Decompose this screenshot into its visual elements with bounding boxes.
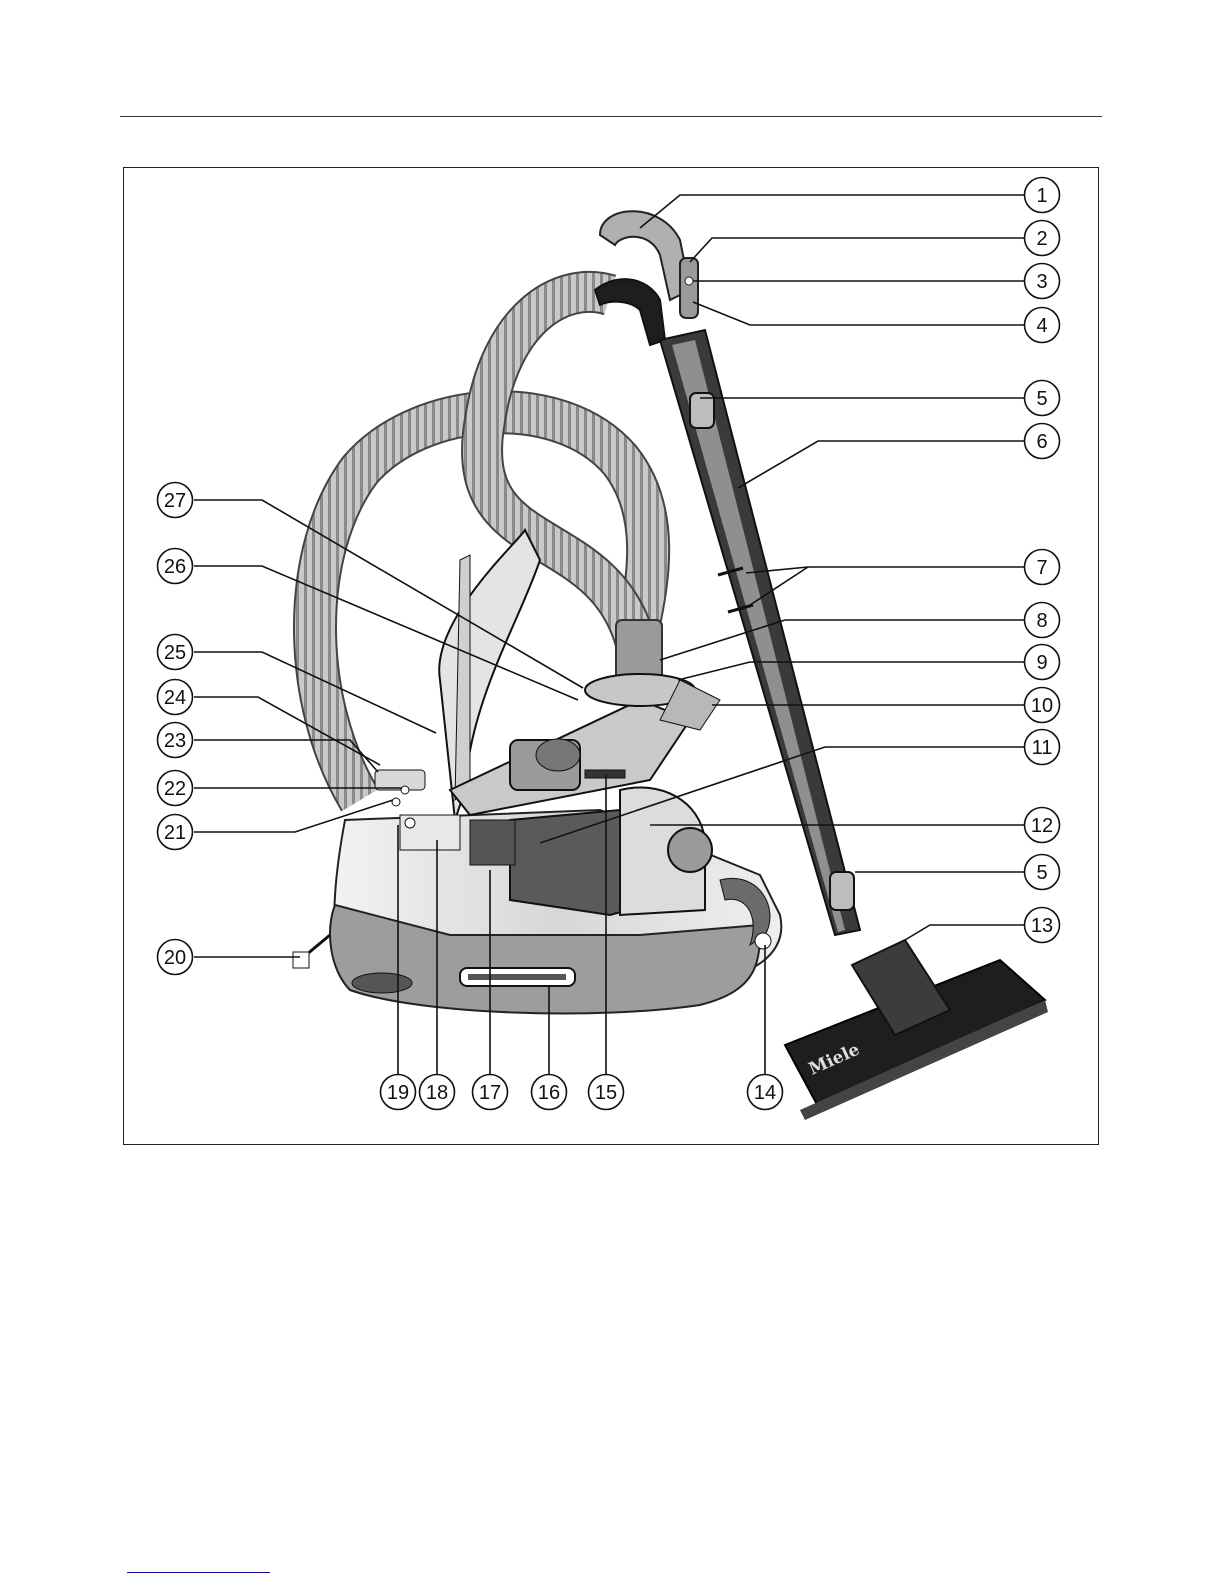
- callout-label: 23: [164, 730, 186, 752]
- callout-19: 19: [381, 1075, 416, 1110]
- callout-3: 3: [1025, 264, 1060, 299]
- callout-label: 5: [1036, 388, 1047, 410]
- callout-label: 27: [164, 490, 186, 512]
- callout-11: 11: [1025, 730, 1060, 765]
- callout-label: 3: [1036, 271, 1047, 293]
- callout-label: 4: [1036, 315, 1047, 337]
- callout-label: 14: [754, 1082, 776, 1104]
- callout-label: 17: [479, 1082, 501, 1104]
- callout-label: 13: [1031, 915, 1053, 937]
- callout-13: 13: [1025, 908, 1060, 943]
- callout-label: 6: [1036, 431, 1047, 453]
- callout-1: 1: [1025, 178, 1060, 213]
- callout-5-upper: 5: [1025, 381, 1060, 416]
- callout-label: 2: [1036, 228, 1047, 250]
- callout-2: 2: [1025, 221, 1060, 256]
- callout-label: 1: [1036, 185, 1047, 207]
- callout-label: 12: [1031, 815, 1053, 837]
- callout-6: 6: [1025, 424, 1060, 459]
- callout-label: 8: [1036, 610, 1047, 632]
- callout-label: 25: [164, 642, 186, 664]
- callout-label: 5: [1036, 862, 1047, 884]
- callout-label: 15: [595, 1082, 617, 1104]
- callout-24: 24: [158, 680, 193, 715]
- callout-15: 15: [589, 1075, 624, 1110]
- callout-label: 18: [426, 1082, 448, 1104]
- callout-label: 7: [1036, 557, 1047, 579]
- callout-label: 16: [538, 1082, 560, 1104]
- callout-label: 10: [1031, 695, 1053, 717]
- callout-20: 20: [158, 940, 193, 975]
- callout-label: 20: [164, 947, 186, 969]
- floorhead: Miele: [785, 940, 1048, 1120]
- callout-label: 24: [164, 687, 186, 709]
- callout-17: 17: [473, 1075, 508, 1110]
- callout-10: 10: [1025, 688, 1060, 723]
- callout-label: 9: [1036, 652, 1047, 674]
- callout-9: 9: [1025, 645, 1060, 680]
- callout-26: 26: [158, 549, 193, 584]
- callout-7: 7: [1025, 550, 1060, 585]
- callout-label: 11: [1032, 737, 1053, 759]
- callout-label: 22: [164, 778, 186, 800]
- callout-12: 12: [1025, 808, 1060, 843]
- callout-23: 23: [158, 723, 193, 758]
- callout-4: 4: [1025, 308, 1060, 343]
- callout-label: 26: [164, 556, 186, 578]
- callout-5-lower: 5: [1025, 855, 1060, 890]
- callout-27: 27: [158, 483, 193, 518]
- callout-16: 16: [532, 1075, 567, 1110]
- callout-21: 21: [158, 815, 193, 850]
- callout-label: 19: [387, 1082, 409, 1104]
- callout-22: 22: [158, 771, 193, 806]
- callout-14: 14: [748, 1075, 783, 1110]
- callout-18: 18: [420, 1075, 455, 1110]
- callout-8: 8: [1025, 603, 1060, 638]
- footer-link-underline: [127, 1572, 270, 1573]
- callout-label: 21: [164, 822, 186, 844]
- callout-25: 25: [158, 635, 193, 670]
